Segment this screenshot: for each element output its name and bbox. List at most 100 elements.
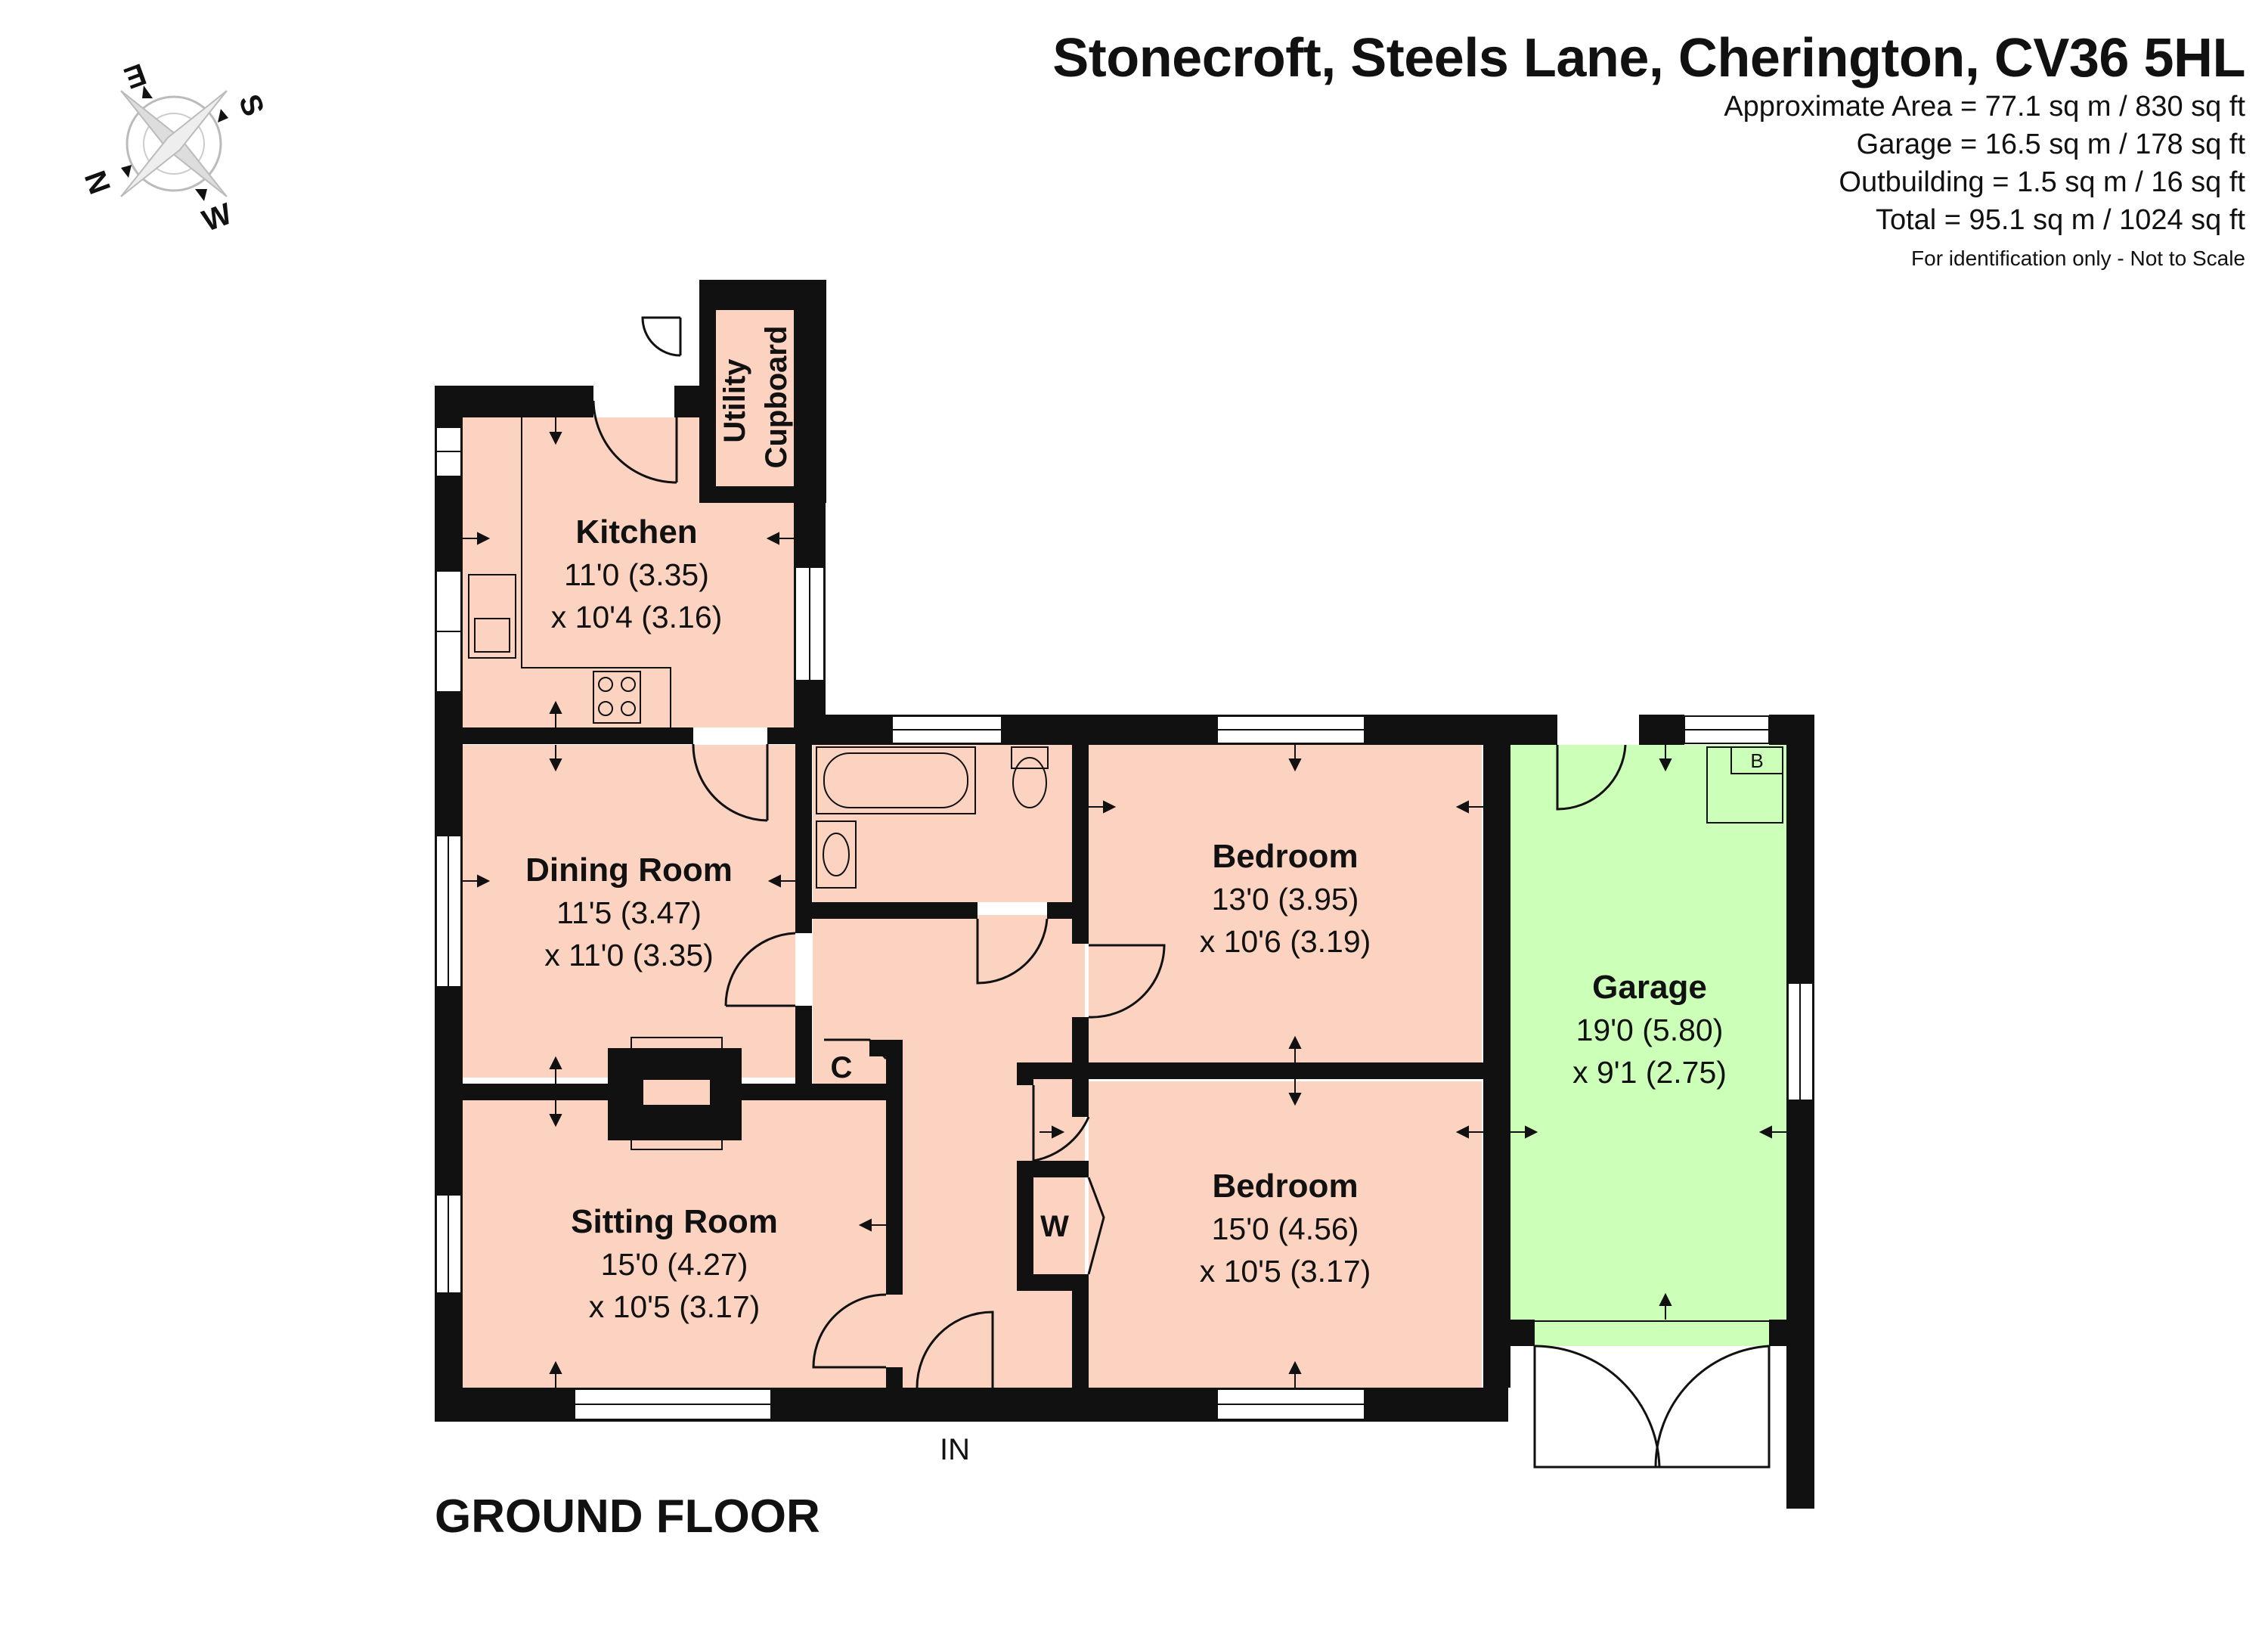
compass: E S N W — [79, 57, 270, 238]
sitting-dim1: 15'0 (4.27) — [601, 1247, 748, 1282]
wall — [886, 1286, 903, 1295]
wall — [1017, 1062, 1033, 1085]
sitting-dim2: x 10'5 (3.17) — [589, 1289, 761, 1324]
wall — [1017, 1274, 1089, 1291]
bedroom1-dim1: 13'0 (3.95) — [1212, 882, 1359, 917]
wall — [1639, 715, 1684, 745]
dining-dim1: 11'5 (3.47) — [556, 895, 702, 930]
wall — [795, 1006, 812, 1085]
kitchen-name: Kitchen — [575, 513, 697, 551]
dining-kitchen-door — [692, 743, 768, 822]
bedroom2-hall-door — [1032, 1085, 1090, 1162]
sitting-hall-door — [812, 1293, 887, 1369]
bedroom2-name: Bedroom — [1212, 1168, 1358, 1205]
wc-cistern — [1011, 746, 1049, 769]
front-door — [916, 1311, 994, 1388]
kitchen-sink — [468, 574, 516, 659]
kitchen-back-door — [592, 400, 677, 484]
bedroom2-dim1: 15'0 (4.56) — [1212, 1211, 1359, 1246]
compass-south-pointer — [218, 109, 228, 123]
wall — [886, 1367, 903, 1390]
cupboard-c-door — [824, 1038, 888, 1059]
garage-area: Garage = 16.5 sq m / 178 sq ft — [1856, 129, 2245, 160]
garage-door-right — [1654, 1345, 1771, 1469]
bath — [816, 746, 976, 814]
bedroom1-name: Bedroom — [1212, 838, 1358, 875]
dining-dim2: x 11'0 (3.35) — [544, 938, 714, 972]
dining-name: Dining Room — [525, 851, 733, 889]
wall — [1510, 1320, 1535, 1346]
fixtures — [468, 417, 1786, 1322]
wall — [811, 1084, 902, 1100]
compass-ring — [125, 95, 222, 192]
wc-bowl — [1012, 757, 1047, 808]
entrance-arrow — [944, 1396, 965, 1422]
garage-floor — [1510, 745, 1786, 1346]
property-address-title: Stonecroft, Steels Lane, Cherington, CV3… — [1052, 28, 2245, 88]
wall — [1017, 1161, 1033, 1289]
compass-e-label: E — [120, 57, 150, 95]
bedroom2-dim2: x 10'5 (3.17) — [1200, 1254, 1371, 1289]
wall — [1483, 745, 1510, 1388]
wall — [795, 744, 812, 933]
outbuilding-area: Outbuilding = 1.5 sq m / 16 sq ft — [1839, 166, 2245, 198]
compass-west-pointer — [195, 189, 207, 201]
disclaimer-note: For identification only - Not to Scale — [1911, 247, 2245, 270]
compass-east-pointer — [142, 85, 153, 98]
garage-dim1: 19'0 (5.80) — [1576, 1013, 1724, 1047]
garage-side-door — [1556, 744, 1627, 811]
bedroom1-dim2: x 10'6 (3.19) — [1200, 924, 1371, 959]
bathroom-door — [976, 918, 1049, 985]
utility-label-line2: Cupboard — [760, 326, 793, 469]
bedroom1-door — [1088, 944, 1166, 1019]
wall — [1017, 1062, 1486, 1079]
wall — [1769, 1320, 1814, 1346]
wall — [811, 902, 978, 919]
kitchen-dim1: 11'0 (3.35) — [564, 557, 709, 592]
wall — [699, 486, 826, 503]
wall — [1072, 745, 1089, 919]
wall — [1786, 715, 1814, 1509]
hob — [593, 671, 641, 724]
wardrobe-door — [1087, 1177, 1105, 1275]
wall — [1072, 902, 1089, 944]
kitchen-dim2: x 10'4 (3.16) — [551, 600, 723, 634]
room-labels: Utility Cupboard Kitchen 11'0 (3.35) x 1… — [525, 326, 1764, 1466]
wall — [1072, 1274, 1089, 1388]
entrance-label: IN — [940, 1433, 970, 1466]
compass-north-pointer — [121, 165, 132, 178]
wall — [463, 727, 693, 744]
wall — [886, 1040, 903, 1289]
garage-dim2: x 9'1 (2.75) — [1572, 1055, 1727, 1090]
garage-door-left — [1533, 1345, 1661, 1469]
garage-name: Garage — [1592, 969, 1707, 1006]
cupboard-c-label: C — [831, 1051, 853, 1084]
dining-floor — [463, 745, 795, 1078]
doors — [592, 316, 1771, 1469]
sitting-name: Sitting Room — [571, 1203, 778, 1240]
wall — [674, 386, 699, 417]
wall — [767, 727, 798, 744]
wall — [1072, 1017, 1089, 1066]
bedroom1-floor — [1089, 745, 1482, 1062]
bedroom2-floor — [1089, 1081, 1482, 1399]
compass-n-label: N — [79, 166, 117, 198]
dimension-arrows — [463, 417, 1786, 1388]
approximate-area: Approximate Area = 77.1 sq m / 830 sq ft — [1724, 91, 2245, 123]
wall — [1072, 1079, 1089, 1117]
wall — [794, 280, 826, 503]
wall — [1017, 1161, 1089, 1177]
dining-hall-door — [724, 932, 796, 1007]
boiler-b-label: B — [1750, 749, 1763, 772]
wall — [869, 1040, 903, 1056]
windows — [435, 427, 1814, 1420]
wash-basin — [816, 820, 857, 889]
floor-label: GROUND FLOOR — [435, 1490, 820, 1543]
total-area: Total = 95.1 sq m / 1024 sq ft — [1875, 204, 2245, 236]
compass-s-label: S — [232, 90, 270, 120]
utility-door — [641, 316, 681, 357]
compass-w-label: W — [198, 197, 237, 237]
kitchen-worktop — [521, 417, 671, 727]
wardrobe-w-label: W — [1040, 1210, 1069, 1243]
